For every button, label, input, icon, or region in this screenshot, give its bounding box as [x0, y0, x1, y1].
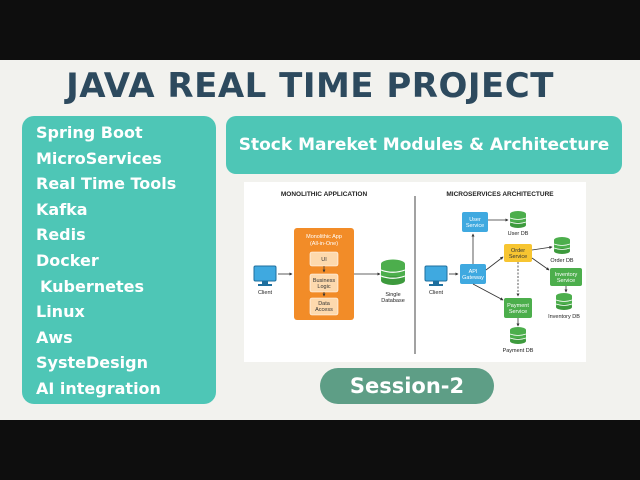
client-label: Client — [258, 290, 273, 296]
topic-item: MicroServices — [36, 148, 162, 168]
user-service-box — [462, 212, 488, 232]
order-service-box — [504, 244, 532, 262]
topic-item: Kubernetes — [40, 276, 144, 296]
inventory-service-sublabel: Service — [557, 278, 575, 284]
data-access-label: Data — [318, 301, 331, 307]
inventory-service-box — [550, 268, 582, 286]
arrow — [531, 245, 553, 251]
topics-panel: Spring Boot MicroServices Real Time Tool… — [22, 116, 216, 404]
arrow — [472, 283, 504, 301]
user-service-sublabel: Service — [466, 223, 484, 229]
user-service-label: User — [469, 217, 481, 223]
single-database-label: Single — [385, 292, 400, 298]
topic-item: Redis — [36, 225, 86, 245]
topic-item: AI integration — [36, 378, 161, 398]
api-gateway-label: API — [469, 269, 478, 275]
section-heading: Stock Mareket Modules & Architecture — [226, 116, 622, 174]
monolith-app-label: Monolithic App — [306, 234, 342, 240]
client-label: Client — [429, 290, 444, 296]
client-monitor-icon — [424, 265, 448, 287]
page-title: JAVA REAL TIME PROJECT — [66, 66, 554, 106]
client-monitor-icon — [253, 265, 277, 287]
inventory-db-label: Inventory DB — [548, 314, 580, 320]
business-logic-label: Business — [313, 278, 336, 284]
monolith-title: MONOLITHIC APPLICATION — [281, 191, 368, 198]
api-gateway-sublabel: Gateway — [462, 275, 484, 281]
user-db-icon — [509, 210, 527, 229]
session-badge: Session-2 — [320, 368, 494, 404]
single-database-sublabel: Database — [381, 298, 405, 304]
order-db-label: Order DB — [550, 258, 574, 264]
topic-item: Kafka — [36, 199, 88, 219]
payment-db-icon — [509, 326, 527, 345]
topic-item: Spring Boot — [36, 123, 143, 142]
topic-item: Aws — [36, 327, 73, 347]
topic-item: Docker — [36, 250, 99, 270]
data-access-layer — [309, 297, 339, 316]
business-logic-sublabel: Logic — [317, 284, 330, 290]
thumbnail-frame: JAVA REAL TIME PROJECT Spring Boot Micro… — [0, 60, 640, 420]
user-db-label: User DB — [508, 231, 529, 237]
data-access-sublabel: Access — [315, 307, 333, 313]
architecture-diagram: MONOLITHIC APPLICATION MICROSERVICES ARC… — [244, 182, 586, 362]
order-service-label: Order — [511, 248, 525, 254]
arrow — [485, 256, 504, 271]
inventory-service-label: Inventory — [555, 272, 578, 278]
payment-service-sublabel: Service — [509, 309, 527, 315]
order-db-icon — [553, 236, 571, 255]
payment-service-label: Payment — [507, 303, 529, 309]
monolith-app-sublabel: (All-in-One) — [310, 241, 338, 247]
ui-label: UI — [321, 257, 327, 263]
payment-service-box — [504, 298, 532, 318]
api-gateway-box — [460, 264, 486, 284]
payment-db-label: Payment DB — [503, 348, 534, 354]
inventory-db-icon — [555, 292, 573, 311]
topic-item: SysteDesign — [36, 353, 148, 373]
arrow — [531, 257, 550, 271]
topic-item: Real Time Tools — [36, 174, 177, 194]
microservices-title: MICROSERVICES ARCHITECTURE — [446, 191, 554, 198]
single-database-icon — [380, 258, 406, 286]
topic-item: Linux — [36, 302, 85, 322]
order-service-sublabel: Service — [509, 254, 527, 260]
